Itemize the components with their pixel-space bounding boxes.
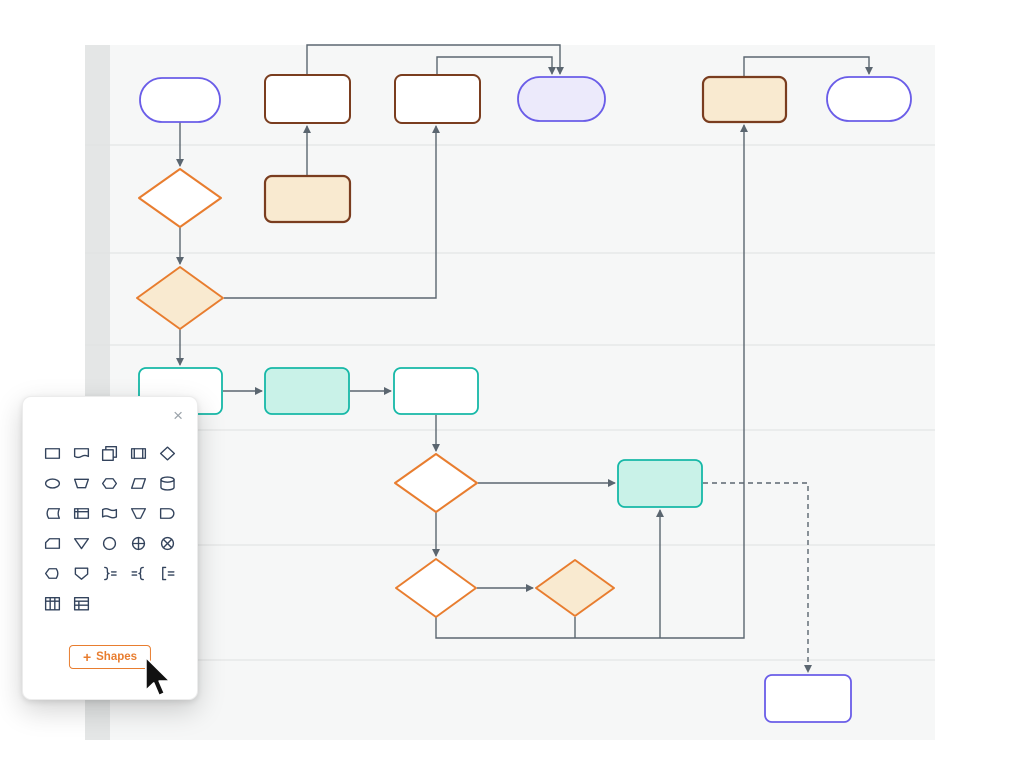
node-end-1[interactable] [517, 76, 606, 122]
node-end-2[interactable] [826, 76, 912, 122]
shape-icon-bracket[interactable] [158, 563, 178, 583]
edge-e8[interactable] [743, 56, 873, 77]
shape-icon-rectangle[interactable] [42, 443, 62, 463]
node-step-3[interactable] [393, 367, 479, 415]
shape-icon-off-page-connector[interactable] [71, 563, 91, 583]
shape-icon-decision[interactable] [158, 443, 178, 463]
node-task-2[interactable] [394, 74, 481, 124]
node-task-1[interactable] [264, 74, 351, 124]
shape-icon-or-junction[interactable] [129, 533, 149, 553]
shape-icon-summing-junction[interactable] [158, 533, 178, 553]
shape-icon-brace-right[interactable] [100, 563, 120, 583]
node-decision-5[interactable] [535, 559, 615, 617]
shape-icon-connector[interactable] [100, 533, 120, 553]
node-end-3[interactable] [764, 674, 852, 723]
close-icon[interactable]: × [173, 406, 183, 425]
edge-e5[interactable] [224, 125, 440, 299]
node-task-3[interactable] [701, 75, 788, 124]
shape-icon-table-columns[interactable] [42, 593, 62, 613]
add-shapes-label: Shapes [96, 651, 138, 663]
node-decision-2[interactable] [136, 266, 224, 330]
shape-icon-document[interactable] [71, 443, 91, 463]
shape-icon-table-rows[interactable] [71, 593, 91, 613]
shape-icon-brace-left[interactable] [129, 563, 149, 583]
node-step-2[interactable] [264, 367, 350, 415]
shape-icon-cylinder[interactable] [158, 473, 178, 493]
shape-icon-internal-storage[interactable] [71, 503, 91, 523]
shape-icon-multiple-documents[interactable] [100, 443, 120, 463]
shape-icon-hexagon[interactable] [100, 473, 120, 493]
shape-icon-terminator[interactable] [42, 473, 62, 493]
edge-e15[interactable] [435, 124, 748, 639]
shape-icon-manual-operation[interactable] [71, 473, 91, 493]
node-start[interactable] [139, 77, 221, 123]
edge-e7[interactable] [436, 56, 556, 75]
shape-icon-predefined-process[interactable] [129, 443, 149, 463]
node-step-4[interactable] [617, 459, 703, 508]
shape-icon-extract[interactable] [71, 533, 91, 553]
canvas-background[interactable] [85, 45, 935, 740]
shape-icon-card[interactable] [42, 533, 62, 553]
node-decision-1[interactable] [138, 168, 222, 228]
add-shapes-button[interactable]: + Shapes [68, 645, 152, 669]
shape-icon-delay[interactable] [158, 503, 178, 523]
shape-icon-stored-data[interactable] [42, 503, 62, 523]
shape-icon-display[interactable] [42, 563, 62, 583]
shape-icon-parallelogram[interactable] [129, 473, 149, 493]
edge-e6[interactable] [306, 44, 564, 75]
node-decision-4[interactable] [395, 558, 477, 618]
shapes-panel: × + Shapes [22, 396, 198, 700]
node-task-4[interactable] [263, 174, 352, 224]
shape-icon-grid [38, 443, 182, 613]
plus-icon: + [82, 649, 92, 665]
node-decision-3[interactable] [394, 453, 478, 513]
shape-icon-merge[interactable] [129, 503, 149, 523]
shape-icon-flag[interactable] [100, 503, 120, 523]
